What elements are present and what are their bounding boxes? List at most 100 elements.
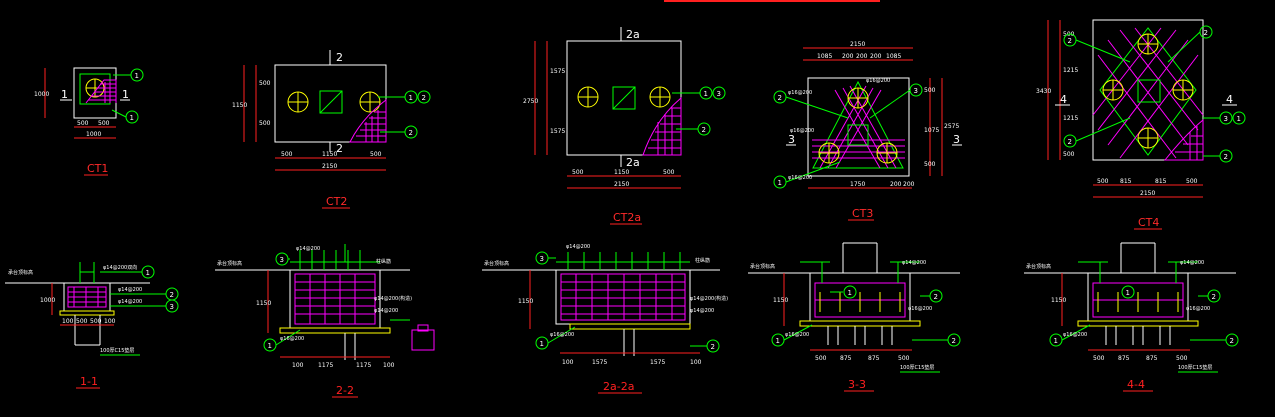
plan-ct3-note-1: φ16@200 <box>788 90 812 96</box>
section-4-4-note-3: φ16@200 <box>1063 332 1087 338</box>
section-2-2-note-2: φ16@200 <box>280 336 304 342</box>
plan-ct4-balloon-5: 1 <box>1237 115 1241 123</box>
section-3-3-balloon-3: 1 <box>776 337 780 345</box>
plan-ct2a-balloon-2: 3 <box>717 90 721 98</box>
plan-ct4-balloon-2: 2 <box>1204 29 1208 37</box>
plan-ct2-balloon-2: 2 <box>422 94 426 102</box>
plan-ct2a: 2a 2a 2750 1575 1575 500 1150 500 2150 1… <box>523 27 726 225</box>
section-2-2-balloon-2: 1 <box>268 342 272 350</box>
plan-ct2a-dim-b4: 2150 <box>614 181 629 188</box>
plan-ct3-dim-top-total: 2150 <box>850 41 865 48</box>
section-2a-note-3: φ14@200(构造) <box>690 295 728 302</box>
section-4-4-dim-2: 875 <box>1118 355 1130 362</box>
plan-ct3-section-left: 3 <box>788 133 795 146</box>
section-1-1-dim-2: 500 <box>76 318 88 325</box>
plan-ct2a-dim-left-3: 1575 <box>550 128 565 135</box>
section-2-2-balloon-1: 3 <box>280 256 284 264</box>
plan-ct4-dim-left-5: 3430 <box>1036 88 1051 95</box>
plan-ct3-section-right: 3 <box>953 133 960 146</box>
section-2a-dim-2: 1575 <box>592 359 607 366</box>
section-4-4-dim-3: 875 <box>1146 355 1158 362</box>
plan-ct2-dim-b4: 2150 <box>322 163 337 170</box>
section-4-4-balloon-4: 2 <box>1230 337 1234 345</box>
plan-ct2a-balloon-3: 2 <box>702 126 706 134</box>
section-3-3-balloon-1: 1 <box>848 289 852 297</box>
plan-ct3-balloon-2: 3 <box>914 87 918 95</box>
plan-ct4-section-right: 4 <box>1226 93 1233 106</box>
section-1-1-note-3: φ14@200 <box>118 299 142 305</box>
section-1-1-dim-3: 500 <box>90 318 102 325</box>
plan-ct4-dim-b4: 500 <box>1186 178 1198 185</box>
section-1-1-note-1: φ14@200双向 <box>103 264 137 271</box>
section-4-4-note-top: 承台顶标高 <box>1026 263 1051 270</box>
section-2-2-note-4: φ14@200 <box>374 308 398 314</box>
section-2a-note-4: φ14@200 <box>690 308 714 314</box>
section-2a-note-5: 柱纵筋 <box>695 257 710 264</box>
plan-ct2-dim-b1: 500 <box>281 151 293 158</box>
plan-ct3-note-4: φ16@200 <box>790 128 814 134</box>
plan-ct2a-section-bottom: 2a <box>626 156 640 169</box>
section-1-1-dim-1: 100 <box>62 318 74 325</box>
section-2-2-dim-3: 1175 <box>356 362 371 369</box>
plan-ct1-dim-b3: 1000 <box>86 131 101 138</box>
section-2-2-dim-1: 100 <box>292 362 304 369</box>
plan-ct4-balloon-1: 2 <box>1068 37 1072 45</box>
plan-ct3-dim-right-3: 1075 <box>924 127 939 134</box>
plan-ct4-dim-b5: 2150 <box>1140 190 1155 197</box>
section-4-4-balloon-1: 1 <box>1126 289 1130 297</box>
plan-ct4-dim-b3: 815 <box>1155 178 1167 185</box>
plan-ct3-balloon-1: 2 <box>778 94 782 102</box>
section-2a-dim-4: 100 <box>690 359 702 366</box>
plan-ct3-dim-top-1: 1085 <box>817 53 832 60</box>
section-1-1-note-bottom: 100厚C15垫层 <box>100 347 134 354</box>
section-3-3-note-2: φ16@200 <box>908 306 932 312</box>
plan-ct2-dim-left-3: 500 <box>259 120 271 127</box>
section-2a-2a: 承台顶标高 <box>482 244 728 394</box>
plan-ct2: 2 2 1150 500 500 500 1150 500 2150 1 2 2… <box>232 50 431 209</box>
section-2a-balloon-1: 3 <box>540 255 544 263</box>
section-2a-balloon-3: 2 <box>711 343 715 351</box>
section-3-3-note-3: φ16@200 <box>785 332 809 338</box>
section-1-1-note-top: 承台顶标高 <box>8 269 33 276</box>
plan-ct3-note-2: φ16@200 <box>866 78 890 84</box>
section-2-2-note-bottom: 柱纵筋 <box>376 258 391 265</box>
plan-ct4-balloon-6: 2 <box>1224 153 1228 161</box>
section-1-1-balloon-2: 2 <box>170 291 174 299</box>
plan-ct2-balloon-1: 1 <box>409 94 413 102</box>
plan-ct1-title: CT1 <box>87 162 108 175</box>
section-1-1-dim-4: 100 <box>104 318 116 325</box>
plan-ct2a-title: CT2a <box>613 211 641 224</box>
section-4-4-balloon-3: 1 <box>1054 337 1058 345</box>
plan-ct1-section-left: 1 <box>61 88 68 101</box>
section-4-4-note-bottom: 100厚C15垫层 <box>1178 364 1212 371</box>
plan-ct2a-dim-left-2: 1575 <box>550 68 565 75</box>
plan-ct3-dim-top-5: 1085 <box>886 53 901 60</box>
plan-ct1-section-right: 1 <box>122 88 129 101</box>
plan-ct2a-dim-b1: 500 <box>572 169 584 176</box>
section-4-4: 承台顶标高 1150 500 <box>1024 242 1239 392</box>
plan-ct4-dim-b1: 500 <box>1097 178 1109 185</box>
section-3-3-dim-3: 875 <box>868 355 880 362</box>
section-4-4-note-1: φ14@200 <box>1180 260 1204 266</box>
plan-ct4-section-left: 4 <box>1060 93 1067 106</box>
section-1-1-title: 1-1 <box>80 375 98 388</box>
plan-ct1-dim-b2: 500 <box>98 120 110 127</box>
section-4-4-balloon-2: 2 <box>1212 293 1216 301</box>
plan-ct2a-dim-left-1: 2750 <box>523 98 538 105</box>
plan-ct3-note-3: φ16@200 <box>788 175 812 181</box>
section-2a-note-2: φ16@200 <box>550 332 574 338</box>
plan-ct2-dim-left-2: 500 <box>259 80 271 87</box>
section-2a-balloon-2: 1 <box>540 340 544 348</box>
section-3-3-title: 3-3 <box>848 378 866 391</box>
plan-ct2-dim-b2: 1150 <box>322 151 337 158</box>
plan-ct2-title: CT2 <box>326 195 347 208</box>
section-1-1-balloon-3: 3 <box>170 303 174 311</box>
plan-ct4-title: CT4 <box>1138 216 1159 229</box>
section-2-2-dim-2: 1175 <box>318 362 333 369</box>
plan-ct2-balloon-3: 2 <box>409 129 413 137</box>
section-2a-title: 2a-2a <box>603 380 634 393</box>
section-4-4-dim-1: 500 <box>1093 355 1105 362</box>
plan-ct3-dim-top-4: 200 <box>870 53 882 60</box>
section-2-2-note-top: 承台顶标高 <box>217 260 242 267</box>
